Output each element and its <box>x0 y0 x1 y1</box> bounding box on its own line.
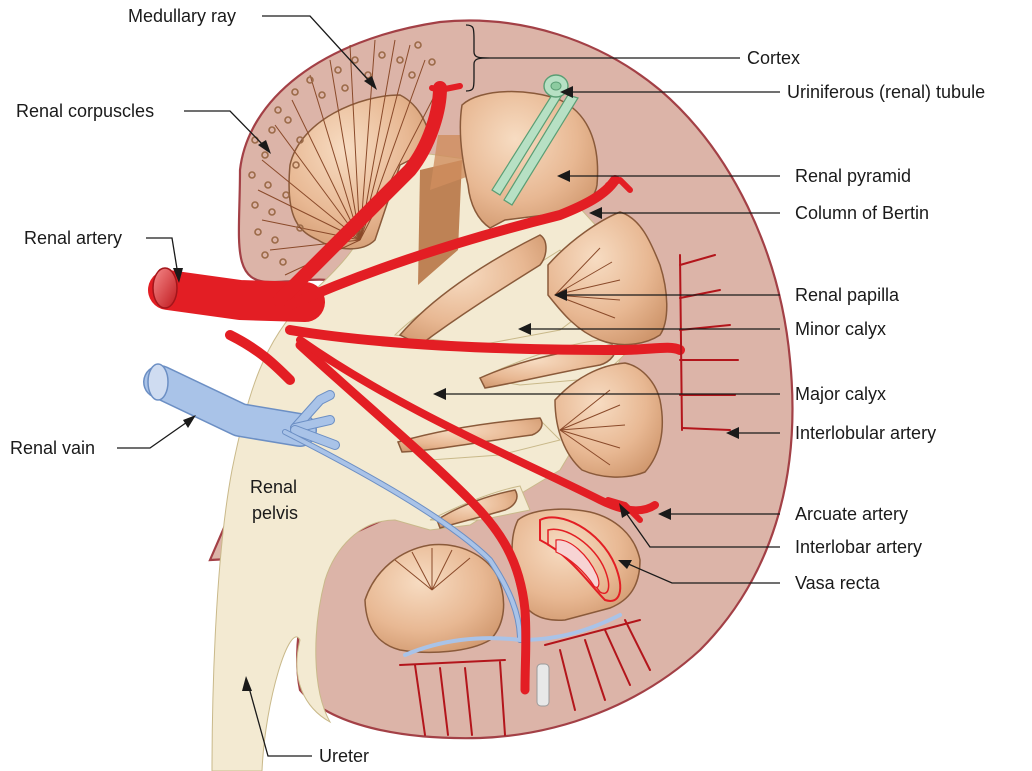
label-pelvis: pelvis <box>252 503 298 523</box>
label-ureter: Ureter <box>319 746 369 766</box>
label-medullary-ray: Medullary ray <box>128 6 236 26</box>
label-major-calyx: Major calyx <box>795 384 886 404</box>
label-renal-artery: Renal artery <box>24 228 122 248</box>
label-vasa-recta: Vasa recta <box>795 573 881 593</box>
label-renal: Renal <box>250 477 297 497</box>
label-renal-corpuscles: Renal corpuscles <box>16 101 154 121</box>
label-minor-calyx: Minor calyx <box>795 319 886 339</box>
label-column-of-bertin: Column of Bertin <box>795 203 929 223</box>
label-cortex: Cortex <box>747 48 800 68</box>
label-renal-papilla: Renal papilla <box>795 285 900 305</box>
label-interlobar-artery: Interlobar artery <box>795 537 922 557</box>
label-arcuate-artery: Arcuate artery <box>795 504 908 524</box>
label-uriniferous-tubule: Uriniferous (renal) tubule <box>787 82 985 102</box>
label-renal-pyramid: Renal pyramid <box>795 166 911 186</box>
label-renal-vain: Renal vain <box>10 438 95 458</box>
ureter-detail <box>537 664 549 706</box>
label-interlobular-artery: Interlobular artery <box>795 423 936 443</box>
